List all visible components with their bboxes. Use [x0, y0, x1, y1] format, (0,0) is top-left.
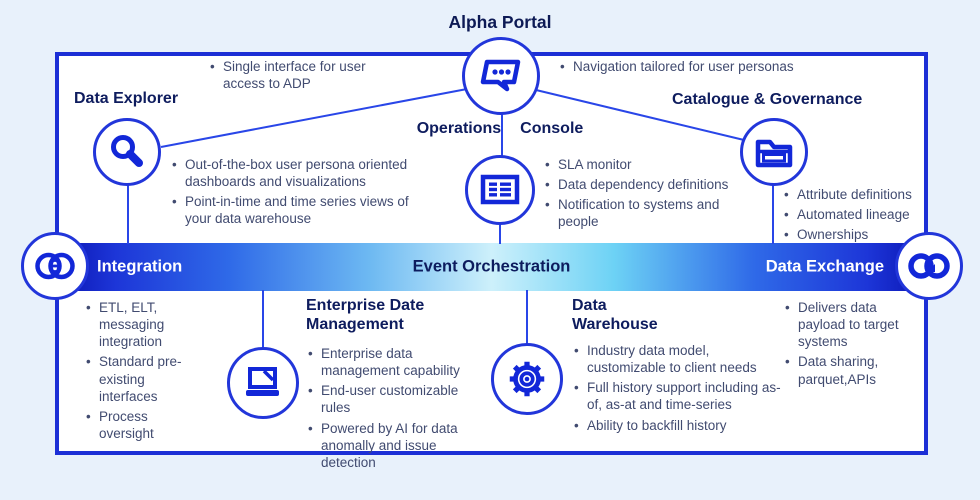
bullet-list: Delivers data payload to target systemsD… — [783, 299, 903, 388]
alpha-portal-title: Alpha Portal — [448, 12, 552, 32]
bullet-item: ETL, ELT, messaging integration — [84, 299, 196, 350]
bullet-item: Delivers data payload to target systems — [783, 299, 903, 350]
bullet-list: Attribute definitionsAutomated lineageOw… — [782, 186, 932, 244]
operations-console-title-right: Console — [520, 120, 584, 137]
bullet-item: Process oversight — [84, 408, 196, 442]
bullet-item: Notification to systems and people — [543, 196, 761, 230]
data-exchange-bullets: Delivers data payload to target systemsD… — [783, 299, 903, 391]
venn-circles-icon — [35, 252, 75, 280]
data-explorer-bullets: Out-of-the-box user persona oriented das… — [170, 156, 438, 231]
bullet-item: SLA monitor — [543, 156, 761, 173]
bullet-item: Industry data model, customizable to cli… — [572, 342, 787, 376]
data-explorer-title: Data Explorer — [74, 90, 179, 107]
bullet-item: Ability to backfill history — [572, 417, 787, 434]
band-label-event-orchestration: Event Orchestration — [412, 257, 571, 276]
data-warehouse-node — [491, 343, 563, 415]
gear-icon — [509, 361, 545, 397]
bullet-list: Industry data model, customizable to cli… — [572, 342, 787, 434]
enterprise-data-management-title: Enterprise Date Management — [306, 297, 425, 333]
band-label-data-exchange: Data Exchange — [765, 257, 884, 276]
bullet-item: Navigation tailored for user personas — [558, 58, 823, 75]
data-explorer-node — [93, 118, 161, 186]
chat-bubble-icon — [480, 59, 521, 92]
bullet-item: Standard pre-existing interfaces — [84, 353, 196, 404]
enterprise-data-management-bullets: Enterprise data management capabilityEnd… — [306, 345, 486, 474]
bullet-item: End-user customizable rules — [306, 382, 486, 416]
bullet-item: Data sharing, parquet,APIs — [783, 353, 903, 387]
bullet-list: Single interface for user access to ADP — [208, 58, 393, 92]
enterprise-data-management-node — [227, 347, 299, 419]
catalogue-governance-title: Catalogue & Governance — [672, 91, 863, 108]
data-warehouse-bullets: Industry data model, customizable to cli… — [572, 342, 787, 437]
alpha-portal-node — [462, 37, 540, 115]
bullet-item: Single interface for user access to ADP — [208, 58, 393, 92]
alpha-portal-bullets-left: Single interface for user access to ADP — [208, 58, 393, 95]
bullet-item: Automated lineage — [782, 206, 932, 223]
bullet-item: Out-of-the-box user persona oriented das… — [170, 156, 438, 190]
bullet-list: Out-of-the-box user persona oriented das… — [170, 156, 438, 228]
operations-console-bullets: SLA monitorData dependency definitionsNo… — [543, 156, 761, 234]
linked-rings-icon — [908, 253, 950, 279]
folder-icon — [755, 139, 793, 168]
bullet-item: Enterprise data management capability — [306, 345, 486, 379]
bullet-list: Navigation tailored for user personas — [558, 58, 823, 75]
alpha-portal-bullets-right: Navigation tailored for user personas — [558, 58, 823, 78]
bullet-item: Ownerships — [782, 226, 932, 243]
bullet-item: Powered by AI for data anomally and issu… — [306, 420, 486, 471]
catalogue-governance-bullets: Attribute definitionsAutomated lineageOw… — [782, 186, 932, 246]
data-warehouse-title: Data Warehouse — [572, 297, 658, 333]
integration-node — [21, 232, 89, 300]
bullet-item: Attribute definitions — [782, 186, 932, 203]
magnifier-icon — [111, 135, 143, 167]
operations-console-title-left: Operations — [416, 120, 502, 137]
operations-console-node — [465, 155, 535, 225]
catalogue-governance-node — [740, 118, 808, 186]
platform-band: Integration Event Orchestration Data Exc… — [55, 243, 928, 291]
bullet-list: Enterprise data management capabilityEnd… — [306, 345, 486, 471]
bullet-item: Full history support including as-of, as… — [572, 379, 787, 413]
band-label-integration: Integration — [97, 257, 183, 276]
bullet-list: ETL, ELT, messaging integrationStandard … — [84, 299, 196, 442]
bullet-item: Data dependency definitions — [543, 176, 761, 193]
laptop-icon — [246, 367, 279, 396]
integration-bullets: ETL, ELT, messaging integrationStandard … — [84, 299, 196, 445]
bullet-list: SLA monitorData dependency definitionsNo… — [543, 156, 761, 231]
console-grid-icon — [480, 174, 520, 205]
operations-console-title: Operations Console — [390, 120, 610, 138]
bullet-item: Point-in-time and time series views of y… — [170, 193, 438, 227]
